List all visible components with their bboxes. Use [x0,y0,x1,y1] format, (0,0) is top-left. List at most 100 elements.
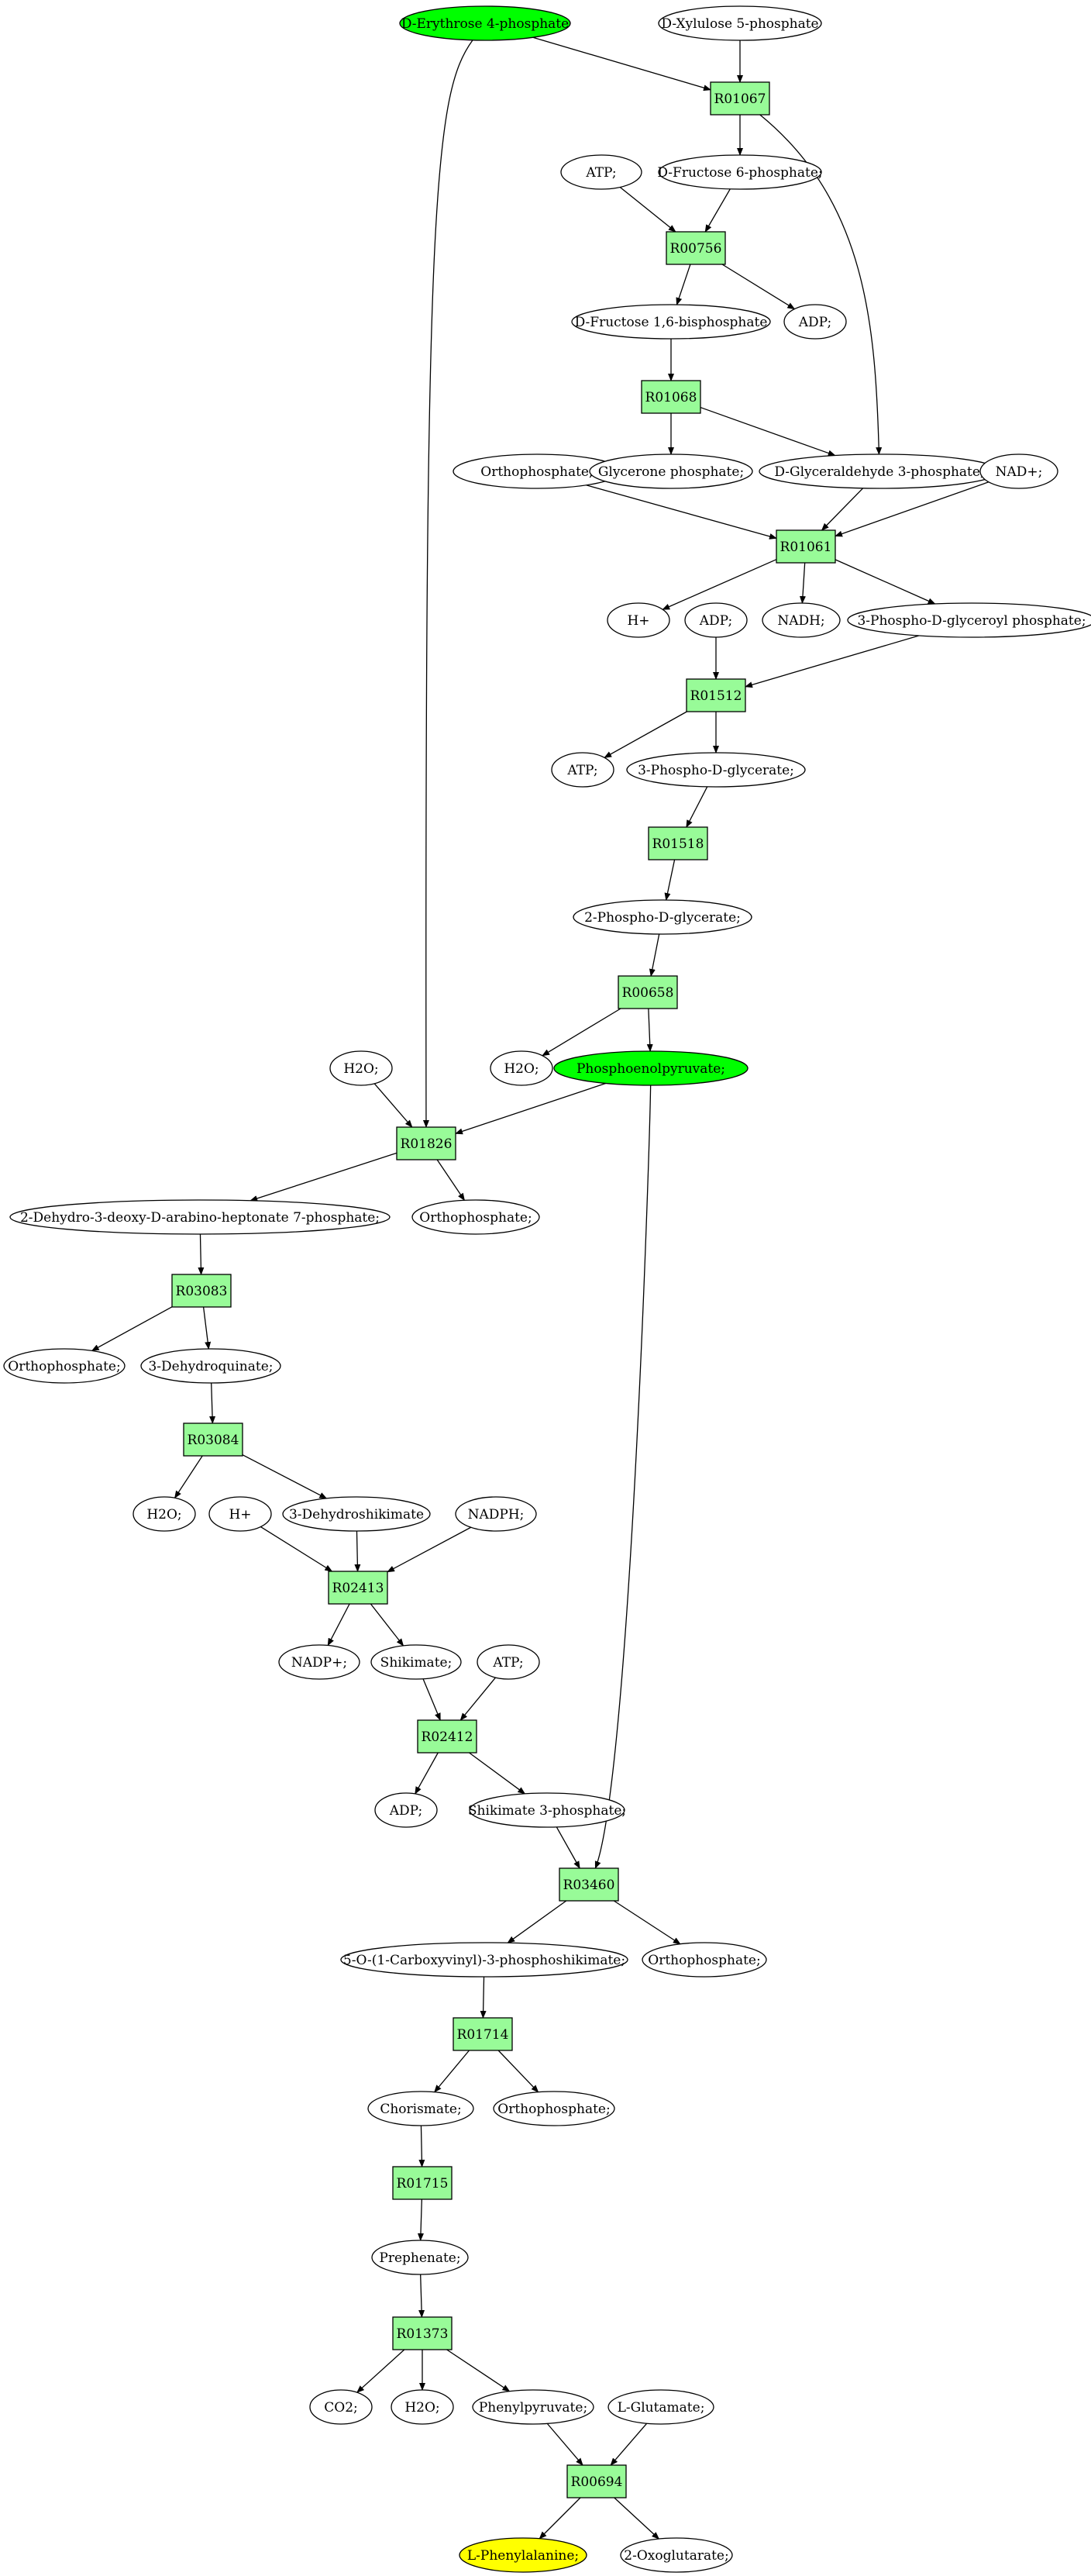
edge-dhs-to-R02413 [354,1530,361,1572]
reaction-box [328,1571,388,1605]
compound-ellipse [979,453,1058,489]
node-label: ADP; [798,315,831,330]
edge-pep-to-R01826 [455,1082,606,1135]
edge-e4p-to-R01067 [532,36,711,91]
node-label: H2O; [146,1507,181,1522]
node-label: R01061 [780,540,832,555]
node-label: ADP; [699,613,732,629]
reaction-box [396,1126,456,1160]
node-label: R01518 [652,836,704,852]
reaction-box [776,529,836,564]
reaction-node-R01512: R01512 [686,678,746,712]
reaction-node-R01714: R01714 [453,2017,513,2051]
node-label: Phenylpyruvate; [479,2400,587,2416]
compound-node-shik: Shikimate; [370,1644,462,1680]
compound-ellipse [553,1050,749,1086]
edge-R02413-to-shik [370,1603,404,1647]
edge-R01512-to-atp2 [604,711,687,758]
compound-ellipse [620,2537,733,2573]
compound-ellipse [551,752,614,788]
reaction-node-R03460: R03460 [559,1867,619,1902]
compound-ellipse [684,602,748,638]
compound-ellipse [340,1942,628,1978]
compound-node-dhs: 3-Dehydroshikimate [282,1496,431,1532]
compound-node-s3p: Shikimate 3-phosphate; [468,1792,626,1828]
edge-R03083-to-ortho3 [91,1306,173,1352]
reaction-node-R02412: R02412 [417,1719,477,1754]
node-label: D-Fructose 6-phosphate; [657,165,822,181]
node-label: R02413 [332,1581,384,1596]
edge-phepyr-to-R00694 [546,2423,583,2466]
edge-R01518-to-pg2 [664,859,676,901]
compound-ellipse [469,1792,625,1828]
edge-bpg-to-R01512 [745,635,920,688]
edge-R00694-to-oxo [614,2497,660,2540]
compound-node-nad: NAD+; [979,453,1058,489]
node-label: ADP; [389,1803,422,1819]
compound-ellipse [282,1496,431,1532]
reaction-node-R02413: R02413 [328,1571,388,1605]
node-label: H2O; [504,1061,539,1077]
node-label: R03083 [176,1284,228,1299]
reaction-box [618,975,678,1009]
edge-R01715-to-preph [417,2198,424,2241]
reaction-box [183,1422,243,1457]
compound-ellipse [459,2537,587,2573]
node-label: R00694 [571,2474,623,2490]
node-label: 3-Dehydroshikimate [289,1507,424,1522]
compound-node-h1: H+ [607,602,670,638]
reaction-node-R01068: R01068 [641,380,701,414]
edge-preph-to-R01373 [418,2274,425,2318]
edge-R03460-to-epsp [507,1900,567,1943]
compound-ellipse [367,2091,474,2126]
compound-ellipse [571,304,771,340]
reaction-box [648,826,708,860]
edge-R00756-to-fbp [676,264,691,305]
edge-R01714-to-chor [434,2050,470,2093]
edge-R02412-to-adp3 [415,1752,439,1795]
edge-R01068-to-g3p [700,406,836,457]
compound-ellipse [589,453,753,489]
node-label: L-Glutamate; [618,2400,705,2416]
edge-R01061-to-h1 [662,559,777,610]
compound-ellipse [208,1496,272,1532]
compound-node-h2o4: H2O; [391,2389,454,2425]
edge-pg2-to-R00658 [649,933,660,977]
compound-node-e4p: D-Erythrose 4-phosphate [399,5,571,41]
node-label: Shikimate; [380,1655,453,1671]
nodes-layer: D-Erythrose 4-phosphate D-Xylulose 5-phos… [3,5,1091,2573]
compound-node-x5p: D-Xylulose 5-phosphate [658,5,822,41]
node-label: NADH; [777,613,824,629]
edge-R01067-to-g3p [759,114,883,455]
reaction-box [686,678,746,712]
reaction-node-R01826: R01826 [396,1126,456,1160]
compound-node-ortho2: Orthophosphate; [411,1199,540,1235]
node-label: Shikimate 3-phosphate; [468,1803,626,1819]
node-label: H2O; [343,1061,378,1077]
reaction-box [566,2464,627,2498]
node-label: NAD+; [996,464,1043,480]
compound-ellipse [278,1644,360,1680]
node-label: R01373 [397,2326,449,2342]
reaction-box [171,1274,232,1308]
edges-layer [91,36,989,2540]
edge-R03460-to-ortho4 [613,1900,681,1945]
node-label: Orthophosphate; [497,2102,610,2117]
compound-node-epsp: 5-O-(1-Carboxyvinyl)-3-phosphoshikimate; [340,1942,628,1978]
node-label: R02412 [422,1729,473,1745]
reaction-box [666,231,726,265]
compound-node-dahp: 2-Dehydro-3-deoxy-D-arabino-heptonate 7-… [9,1199,391,1235]
compound-node-fbp: D-Fructose 1,6-bisphosphate [571,304,771,340]
reaction-box [392,2316,453,2350]
node-label: R00658 [622,985,674,1001]
compound-ellipse [391,2389,454,2425]
reaction-box [453,2017,513,2051]
node-label: ATP; [585,165,616,181]
compound-node-adp2: ADP; [684,602,748,638]
compound-node-g3p: D-Glyceraldehyde 3-phosphate; [759,453,1000,489]
compound-ellipse [370,1644,462,1680]
node-label: H+ [229,1507,251,1522]
compound-ellipse [658,154,822,190]
edge-ortho1-to-R01061 [586,485,777,540]
compound-node-chor: Chorismate; [367,2091,474,2126]
